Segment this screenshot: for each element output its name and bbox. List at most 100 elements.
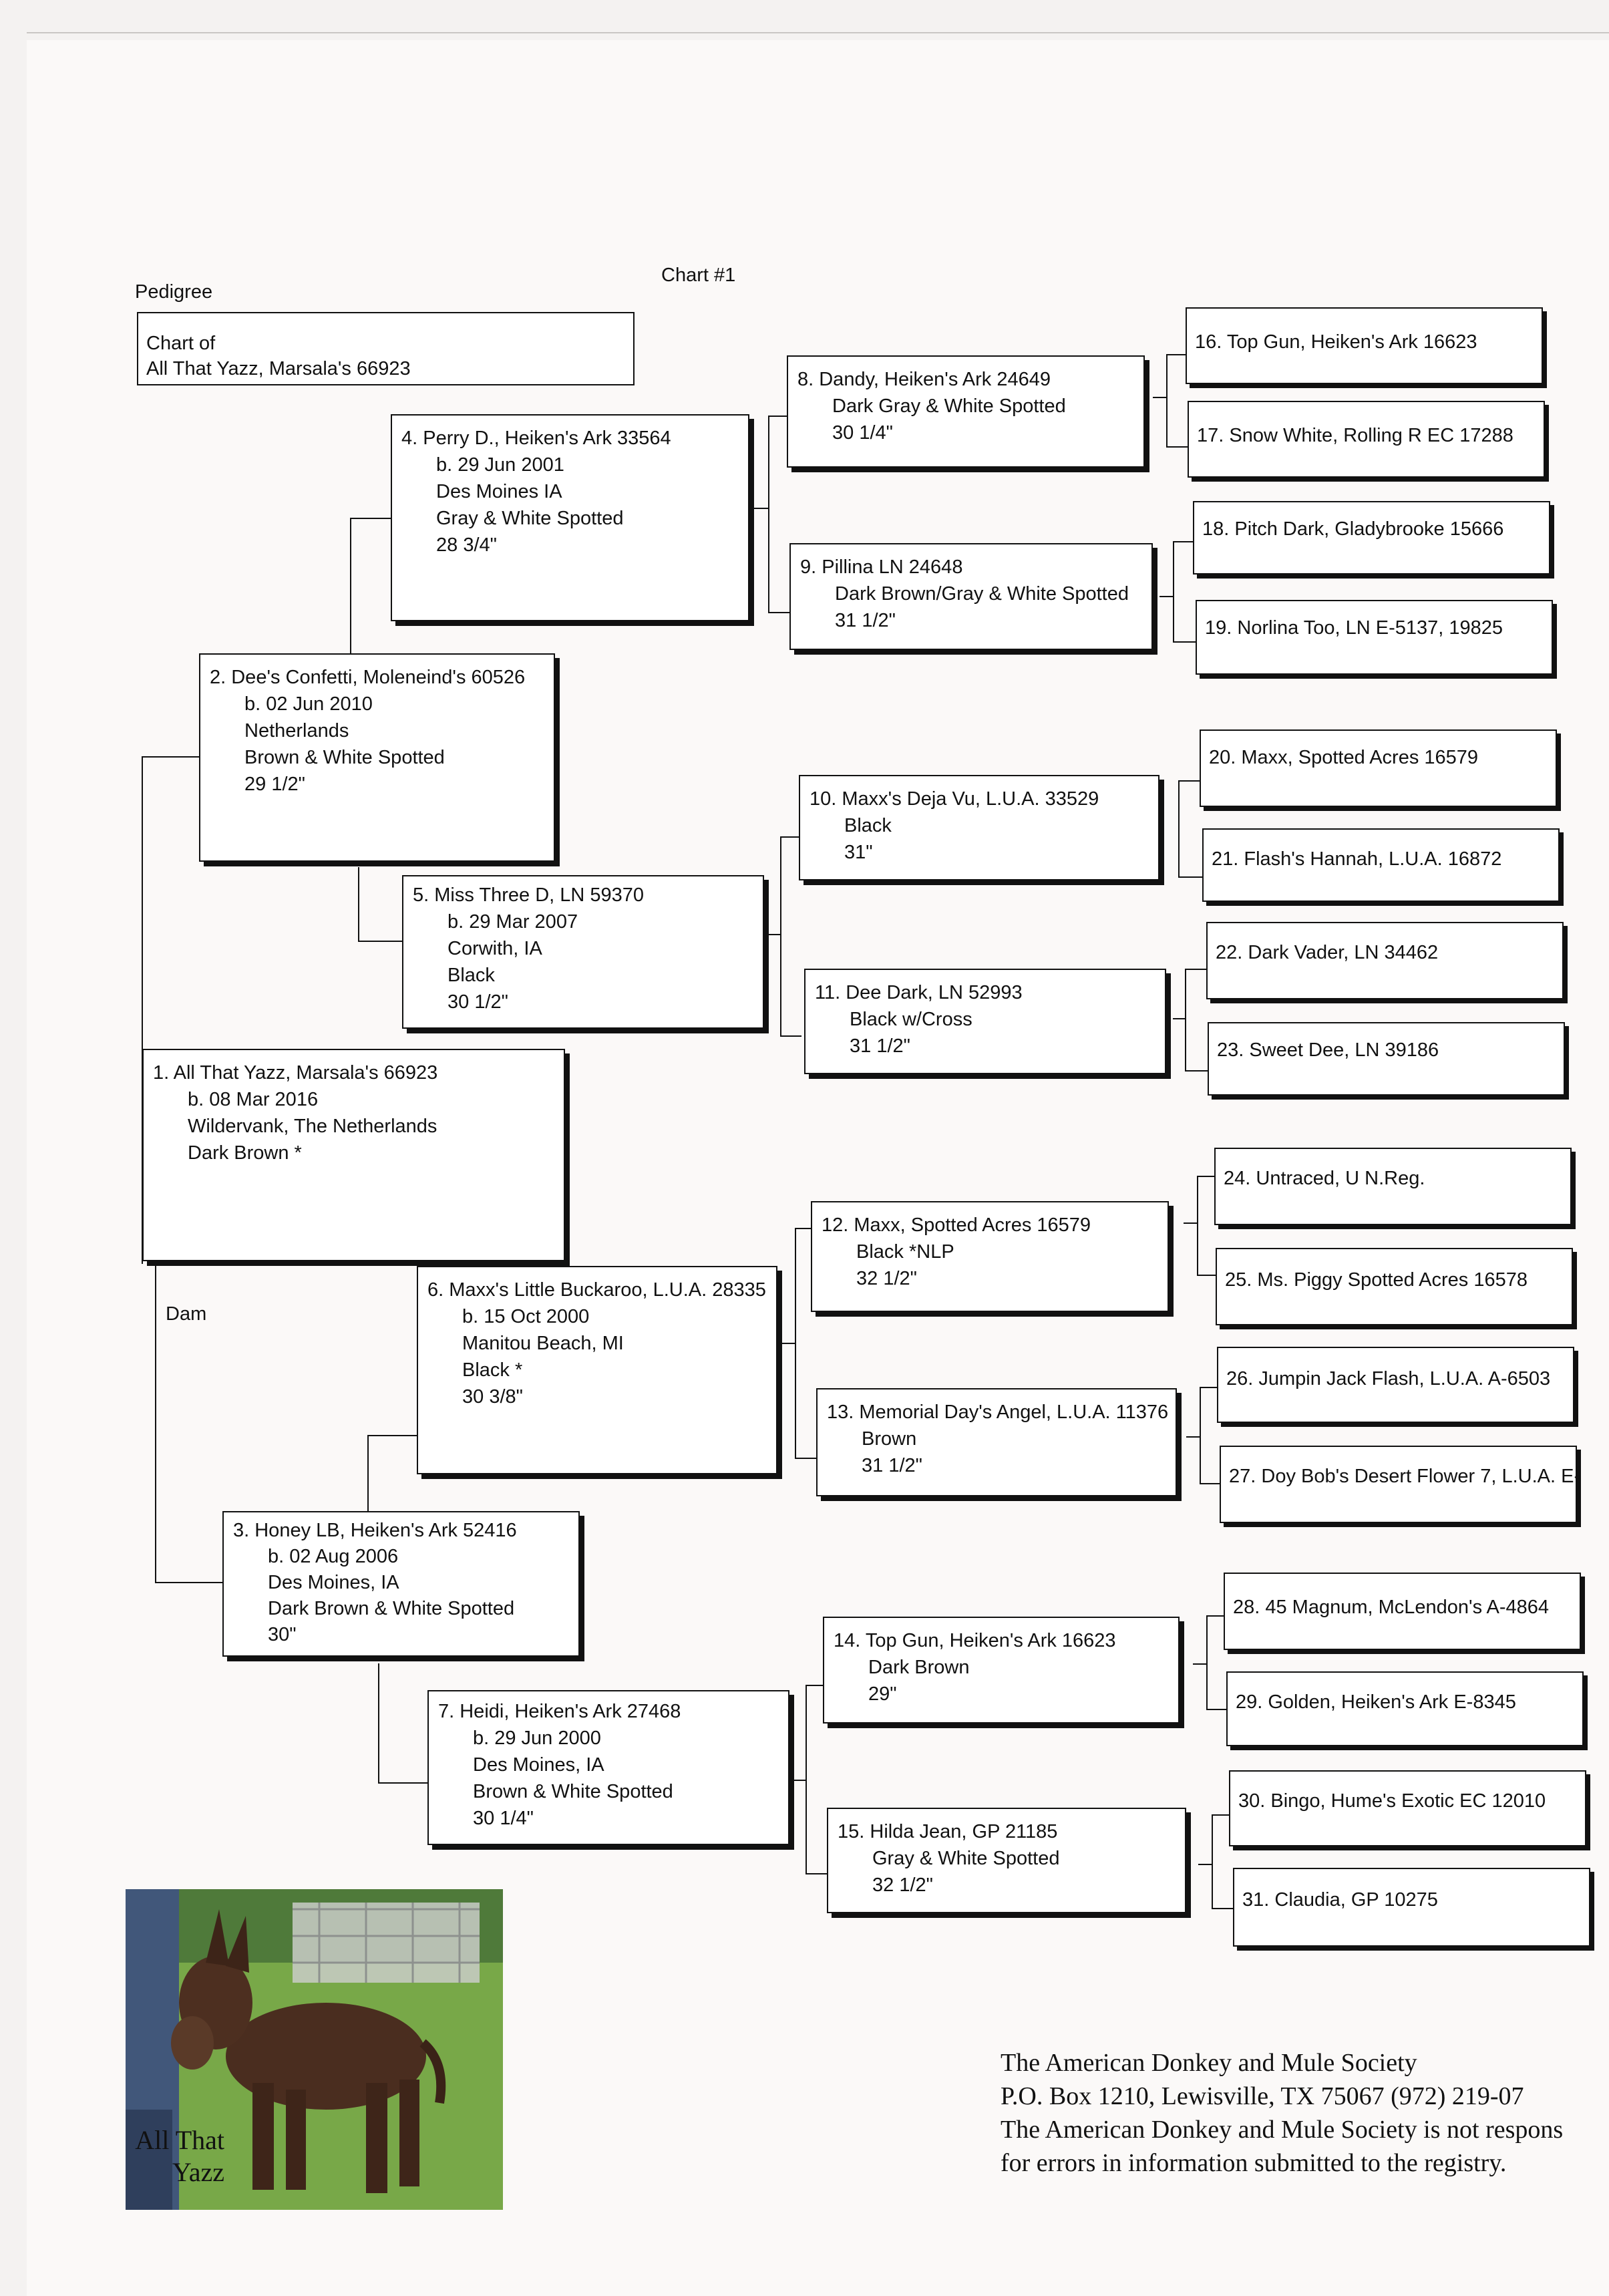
photo-caption-line: Yazz: [172, 2157, 224, 2187]
horse-30-box: 30. Bingo, Hume's Exotic EC 12010: [1229, 1770, 1586, 1846]
connector-10: [1178, 780, 1200, 782]
horse-height: 29": [868, 1683, 897, 1705]
connector-14: [1206, 1709, 1229, 1710]
connector-13: [1186, 1436, 1200, 1438]
horse-29-box: 29. Golden, Heiken's Ark E-8345: [1226, 1671, 1584, 1746]
society-name: The American Donkey and Mule Society: [1001, 2049, 1417, 2077]
horse-birthplace: Manitou Beach, MI: [462, 1333, 624, 1354]
connector-4: [768, 416, 769, 613]
horse-5-box: 5. Miss Three D, LN 59370 b. 29 Mar 2007…: [402, 875, 764, 1029]
connector-12: [1197, 1275, 1220, 1276]
horse-name: 8. Dandy, Heiken's Ark 24649: [797, 369, 1051, 390]
horse-color: Black w/Cross: [850, 1009, 972, 1030]
connector-15: [1212, 1814, 1230, 1816]
connector-4: [768, 612, 791, 613]
connector-13: [1200, 1483, 1222, 1484]
horse-height: 29 1/2": [244, 774, 305, 795]
horse-birthdate: b. 08 Mar 2016: [188, 1089, 319, 1110]
horse-4-box: 4. Perry D., Heiken's Ark 33564 b. 29 Ju…: [391, 414, 749, 621]
horse-8-box: 8. Dandy, Heiken's Ark 24649 Dark Gray &…: [787, 355, 1145, 468]
connector-10: [1178, 876, 1202, 878]
connector-12: [1197, 1176, 1198, 1276]
horse-height: 31 1/2": [862, 1455, 922, 1476]
horse-name: 5. Miss Three D, LN 59370: [413, 884, 645, 906]
pedigree-label: Pedigree: [135, 281, 213, 303]
horse-name: 6. Maxx's Little Buckaroo, L.U.A. 28335: [427, 1279, 766, 1301]
connector-6: [795, 1458, 818, 1459]
horse-9-box: 9. Pillina LN 24648 Dark Brown/Gray & Wh…: [789, 543, 1153, 650]
society-footer: The American Donkey and Mule Society P.O…: [1001, 2046, 1609, 2180]
connector-7: [806, 1873, 827, 1874]
connector-1-2: [142, 756, 143, 1264]
horse-color: Black: [844, 815, 892, 836]
horse-2-box: 2. Dee's Confetti, Moleneind's 60526 b. …: [199, 653, 555, 862]
horse-31-box: 31. Claudia, GP 10275: [1233, 1868, 1590, 1947]
horse-color: Dark Gray & White Spotted: [832, 395, 1066, 417]
horse-name: 25. Ms. Piggy Spotted Acres 16578: [1225, 1269, 1528, 1291]
horse-24-box: 24. Untraced, U N.Reg.: [1214, 1148, 1572, 1225]
horse-name: 20. Maxx, Spotted Acres 16579: [1209, 747, 1479, 768]
chart-of-box: Chart of All That Yazz, Marsala's 66923: [137, 312, 635, 385]
horse-birthplace: Netherlands: [244, 720, 349, 742]
connector-15: [1212, 1814, 1213, 1909]
connector-5: [765, 934, 780, 935]
horse-21-box: 21. Flash's Hannah, L.U.A. 16872: [1202, 828, 1560, 902]
connector-5: [780, 1035, 801, 1037]
horse-6-box: 6. Maxx's Little Buckaroo, L.U.A. 28335 …: [417, 1266, 777, 1474]
horse-height: 30 3/8": [462, 1386, 523, 1408]
connector-3-7: [378, 1782, 427, 1784]
photo-caption-line: All That: [135, 2125, 224, 2155]
dam-label: Dam: [166, 1303, 207, 1325]
connector-1-3: [155, 1263, 156, 1583]
horse-birthplace: Des Moines, IA: [268, 1572, 399, 1593]
chart-of-subject: All That Yazz, Marsala's 66923: [146, 358, 411, 379]
horse-name: 4. Perry D., Heiken's Ark 33564: [401, 428, 671, 449]
horse-3-box: 3. Honey LB, Heiken's Ark 52416 b. 02 Au…: [222, 1511, 580, 1657]
horse-16-box: 16. Top Gun, Heiken's Ark 16623: [1186, 307, 1543, 384]
horse-color: Brown: [862, 1428, 917, 1450]
connector-7: [791, 1780, 806, 1781]
horse-color: Dark Brown/Gray & White Spotted: [835, 583, 1129, 605]
horse-birthdate: b. 02 Aug 2006: [268, 1546, 399, 1567]
horse-name: 27. Doy Bob's Desert Flower 7, L.U.A. E-: [1229, 1466, 1577, 1487]
horse-height: 28 3/4": [436, 534, 497, 556]
connector-8: [1166, 354, 1168, 448]
horse-name: 7. Heidi, Heiken's Ark 27468: [438, 1701, 681, 1722]
horse-color: Dark Brown: [868, 1657, 970, 1678]
horse-birthdate: b. 29 Mar 2007: [448, 911, 578, 933]
horse-name: 31. Claudia, GP 10275: [1242, 1889, 1438, 1911]
horse-color: Brown & White Spotted: [244, 747, 445, 768]
horse-color: Black *NLP: [856, 1241, 954, 1263]
horse-birthplace: Corwith, IA: [448, 938, 542, 959]
horse-height: 31": [844, 842, 873, 863]
horse-birthdate: b. 02 Jun 2010: [244, 693, 373, 715]
horse-birthplace: Wildervank, The Netherlands: [188, 1116, 437, 1137]
horse-7-box: 7. Heidi, Heiken's Ark 27468 b. 29 Jun 2…: [427, 1690, 789, 1845]
connector-11: [1185, 969, 1206, 970]
connector-11: [1185, 969, 1186, 1072]
horse-name: 16. Top Gun, Heiken's Ark 16623: [1195, 331, 1477, 353]
horse-name: 11. Dee Dark, LN 52993: [815, 982, 1023, 1003]
connector-14: [1206, 1615, 1225, 1617]
horse-name: 19. Norlina Too, LN E-5137, 19825: [1205, 617, 1503, 639]
connector-10: [1178, 780, 1180, 878]
connector-12: [1197, 1176, 1216, 1177]
connector-3-7: [378, 1663, 379, 1784]
donkey-photo: All That Yazz: [126, 1889, 503, 2210]
horse-11-box: 11. Dee Dark, LN 52993 Black w/Cross 31 …: [804, 969, 1166, 1074]
horse-name: 12. Maxx, Spotted Acres 16579: [822, 1214, 1091, 1236]
horse-23-box: 23. Sweet Dee, LN 39186: [1208, 1022, 1565, 1096]
horse-name: 30. Bingo, Hume's Exotic EC 12010: [1238, 1790, 1546, 1812]
horse-12-box: 12. Maxx, Spotted Acres 16579 Black *NLP…: [811, 1201, 1169, 1312]
horse-color: Gray & White Spotted: [436, 508, 624, 529]
connector-2-5: [358, 867, 359, 942]
connector-13: [1200, 1387, 1220, 1388]
connector-15: [1212, 1908, 1234, 1909]
horse-name: 9. Pillina LN 24648: [800, 556, 963, 578]
connector-5: [780, 836, 800, 838]
horse-name: 28. 45 Magnum, McLendon's A-4864: [1233, 1597, 1550, 1618]
connector-3-6: [367, 1435, 369, 1523]
donkey-photo-image: [126, 1889, 503, 2210]
horse-birthdate: b. 29 Jun 2001: [436, 454, 564, 476]
connector-2-4: [350, 518, 351, 658]
